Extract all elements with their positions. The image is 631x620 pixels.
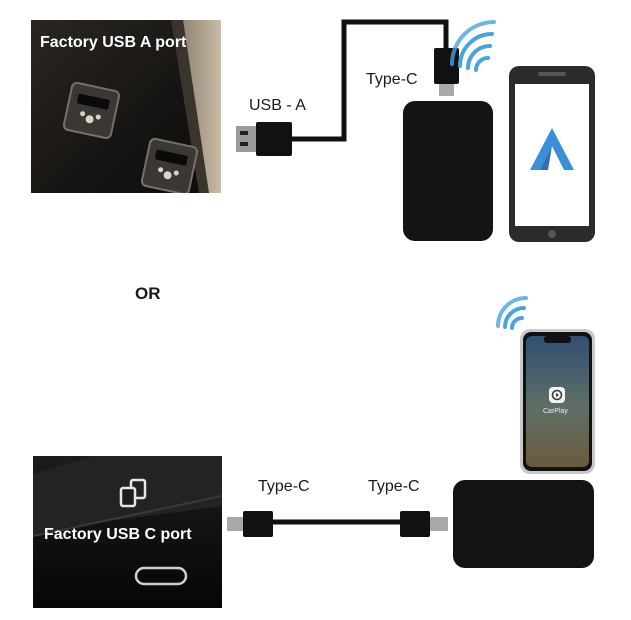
- bottom-left-type-c-label: Type-C: [258, 478, 310, 495]
- top-wifi-icon: [450, 20, 496, 72]
- type-c-plug-right: [400, 511, 448, 537]
- bottom-adapter-box: [453, 480, 594, 568]
- or-divider-label: OR: [135, 284, 161, 303]
- usb-c-port-photo: [33, 456, 222, 608]
- usb-c-slot: [134, 566, 188, 586]
- carplay-app-label: CarPlay: [543, 408, 568, 415]
- usb-a-port-label: Factory USB A port: [40, 34, 187, 51]
- phone-link-icon: [119, 478, 147, 508]
- android-auto-icon: [530, 128, 574, 170]
- top-cable: [291, 19, 449, 142]
- usb-a-port-photo: [31, 20, 221, 193]
- top-adapter-box: [403, 101, 493, 241]
- top-usb-a-label: USB - A: [249, 97, 306, 114]
- usb-a-plug: [236, 122, 292, 156]
- top-type-c-label: Type-C: [366, 71, 418, 88]
- iphone: [520, 329, 595, 474]
- bottom-right-type-c-label: Type-C: [368, 478, 420, 495]
- bottom-wifi-icon: [496, 296, 528, 330]
- usb-c-port-label: Factory USB C port: [44, 526, 192, 543]
- android-phone: [509, 66, 595, 242]
- type-c-plug-left: [227, 511, 273, 537]
